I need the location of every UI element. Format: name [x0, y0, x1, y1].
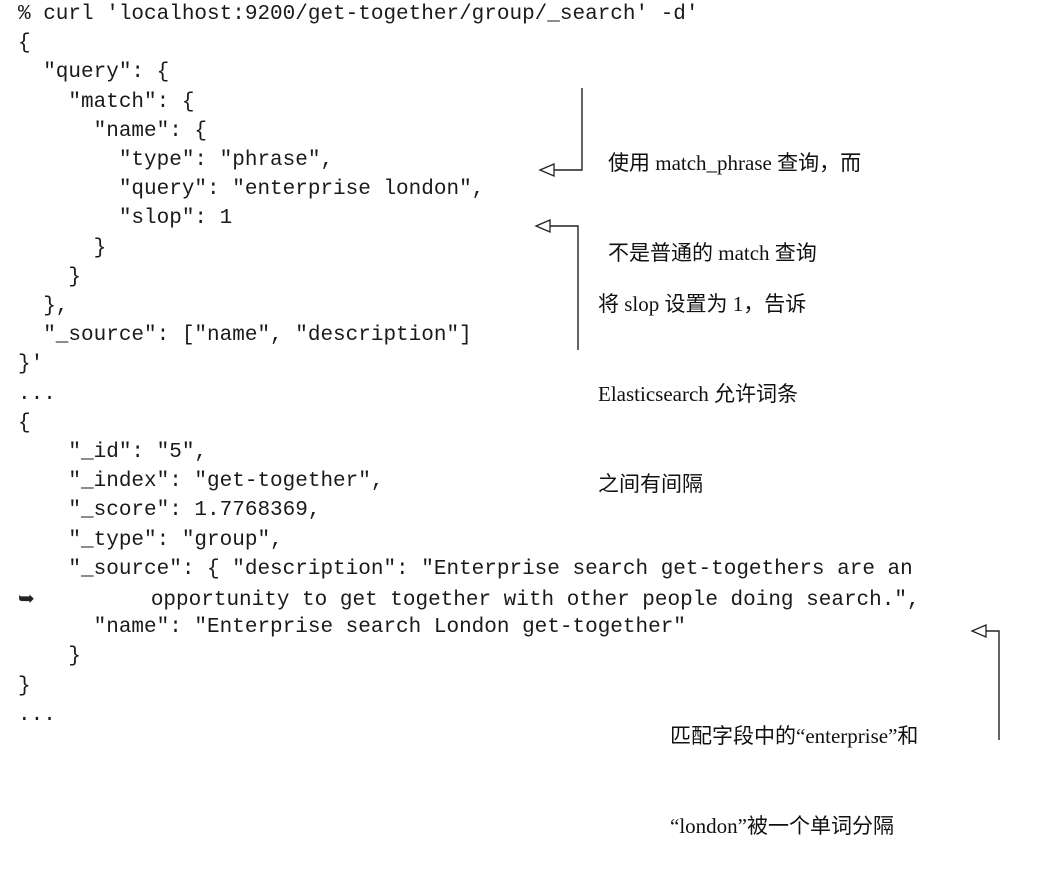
code-line: { — [18, 412, 31, 435]
code-line: ... — [18, 704, 56, 727]
code-line: "_score": 1.7768369, — [18, 499, 321, 522]
callout-line-slop — [550, 225, 579, 350]
code-line: } — [18, 675, 31, 698]
annotation-slop: 将 slop 设置为 1，告诉 Elasticsearch 允许词条 之间有间隔 — [598, 229, 806, 529]
code-line: "_source": { "description": "Enterprise … — [18, 558, 913, 581]
code-line: % curl 'localhost:9200/get-together/grou… — [18, 3, 699, 26]
annotation-match-line-1: 匹配字段中的“enterprise”和 — [670, 724, 919, 748]
code-line: "_id": "5", — [18, 441, 208, 464]
annotation-phrase-line-2: 不是普通的 match 查询 — [608, 241, 817, 265]
code-line: } — [18, 266, 82, 289]
code-line: "slop": 1 — [18, 207, 233, 230]
code-line: "_index": "get-together", — [18, 470, 384, 493]
code-line: ... — [18, 383, 56, 406]
code-line: }, — [18, 295, 69, 318]
code-line: }' — [18, 353, 44, 376]
code-line: "query": { — [18, 61, 170, 84]
annotation-phrase: 使用 match_phrase 查询，而 不是普通的 match 查询 — [608, 88, 861, 298]
callout-line-phrase — [554, 88, 583, 171]
code-line: } — [18, 237, 107, 260]
code-line: "match": { — [18, 91, 195, 114]
callout-arrow-slop-icon — [534, 219, 551, 233]
code-line-text: opportunity to get together with other p… — [150, 589, 920, 612]
annotation-slop-line-1: 将 slop 设置为 1，告诉 — [598, 292, 807, 316]
code-line: "query": "enterprise london", — [18, 178, 485, 201]
annotation-slop-line-2: Elasticsearch 允许词条 — [598, 382, 799, 406]
callout-line-match — [986, 630, 1000, 740]
annotation-slop-line-3: 之间有间隔 — [598, 472, 703, 496]
code-line: "_source": ["name", "description"] — [18, 324, 472, 347]
annotation-phrase-line-1: 使用 match_phrase 查询，而 — [608, 151, 862, 175]
code-line: ➥ opportunity to get together with other… — [18, 584, 920, 613]
callout-arrow-match-icon — [970, 624, 987, 638]
code-line: "name": "Enterprise search London get-to… — [18, 616, 686, 639]
code-line: { — [18, 32, 31, 55]
code-line: } — [18, 645, 82, 668]
continuation-arrow-icon: ➥ — [18, 586, 35, 610]
code-line: "type": "phrase", — [18, 149, 334, 172]
callout-lines — [534, 88, 1000, 740]
callout-arrow-phrase-icon — [538, 163, 555, 177]
code-listing: % curl 'localhost:9200/get-together/grou… — [18, 0, 920, 759]
annotation-match-line-2: “london”被一个单词分隔 — [670, 814, 894, 838]
annotation-match: 匹配字段中的“enterprise”和 “london”被一个单词分隔 — [670, 661, 918, 871]
code-line: "name": { — [18, 120, 208, 143]
code-line: "_type": "group", — [18, 529, 283, 552]
